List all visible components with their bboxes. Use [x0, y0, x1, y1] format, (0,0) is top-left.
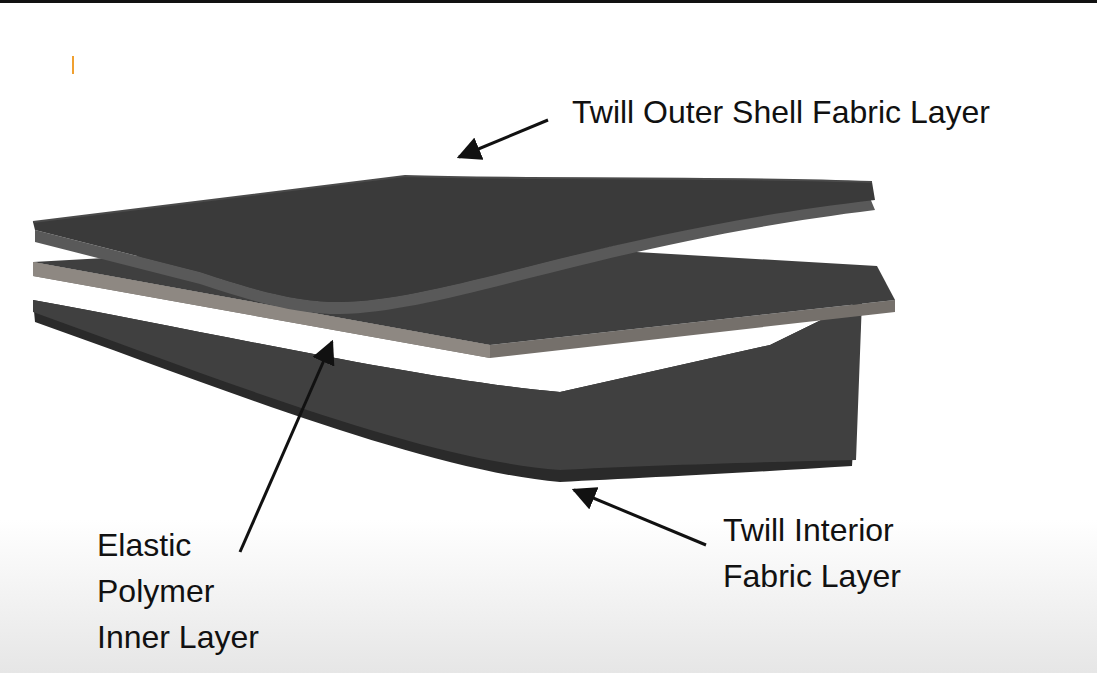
- outer-shell-layer: [33, 176, 875, 314]
- leader-arrow: [459, 120, 548, 157]
- part-label: Twill Outer Shell Fabric Layer: [572, 89, 1092, 135]
- top-rule: [0, 0, 1097, 3]
- leader-arrow: [240, 342, 332, 552]
- part-label: Elastic Polymer Inner Layer: [97, 522, 282, 660]
- bottom-fade: [0, 520, 1097, 673]
- cursor-mark: [72, 56, 74, 74]
- part-label: Twill Interior Fabric Layer: [723, 507, 958, 599]
- leader-arrow: [574, 490, 706, 545]
